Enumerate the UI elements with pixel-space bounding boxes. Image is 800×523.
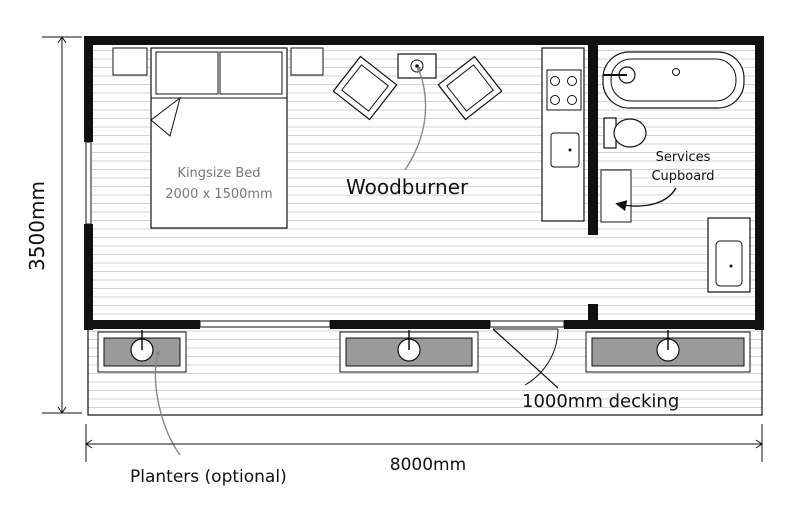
kitchen-counter (541, 47, 585, 222)
planter-left (97, 330, 187, 373)
exterior-walls (84, 36, 764, 330)
services-cupboard (600, 169, 632, 223)
decking-label: 1000mm decking (522, 391, 679, 412)
woodburner-arrow (404, 69, 427, 171)
height-label: 3500mm (25, 181, 49, 271)
side-window (85, 141, 92, 225)
bed-size-label: 2000 x 1500mm (165, 187, 272, 202)
woodburner-label: Woodburner (346, 175, 469, 199)
kingsize-bed (150, 47, 288, 229)
height-dimension (42, 36, 82, 414)
armchair-right (437, 55, 503, 121)
entrance-door (492, 328, 559, 389)
front-glazing (199, 320, 565, 328)
planter-center (339, 330, 479, 373)
bed-title-label: Kingsize Bed (177, 166, 260, 181)
planters-label: Planters (optional) (130, 467, 287, 487)
bedside-table-right (290, 47, 324, 76)
width-dimension (85, 424, 763, 462)
planter-right (585, 330, 751, 373)
woodburner-icon (397, 53, 437, 79)
bedside-table-left (112, 47, 148, 76)
planters-arrow (154, 351, 181, 456)
vanity-sink (707, 217, 751, 293)
services-arrow (615, 187, 677, 212)
services-label-line1: Services (656, 150, 711, 165)
services-label-line2: Cupboard (651, 169, 714, 184)
width-label: 8000mm (390, 455, 466, 475)
armchair-left (332, 55, 398, 121)
bathtub (602, 51, 745, 109)
toilet (603, 117, 647, 149)
